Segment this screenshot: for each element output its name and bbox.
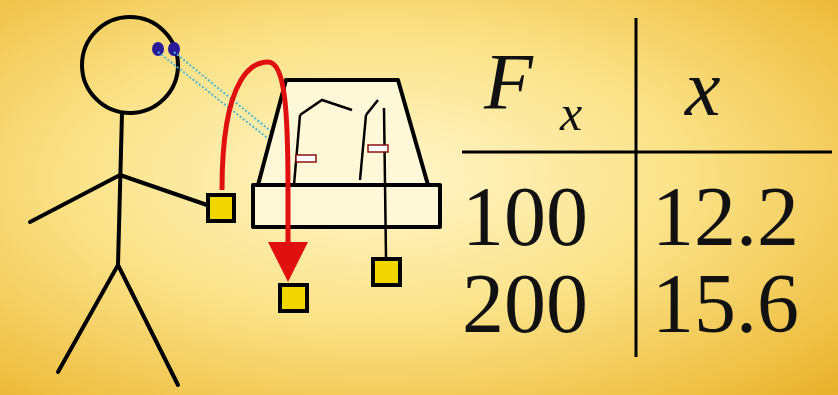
table-rules: [462, 18, 832, 357]
scale-windows: [296, 145, 388, 162]
table-header: F: [484, 42, 533, 122]
move-arrow: [222, 62, 288, 262]
table-header: x: [685, 48, 721, 128]
table-cell: 15.6: [652, 262, 799, 346]
weights: [208, 195, 400, 311]
table-cell: 200: [462, 262, 588, 346]
balance-levers: [294, 100, 386, 258]
eyes: [152, 42, 180, 56]
table-cell: 12.2: [652, 175, 799, 259]
table-cell: 100: [462, 175, 588, 259]
subscript: x: [560, 88, 582, 138]
balance: [253, 80, 440, 227]
